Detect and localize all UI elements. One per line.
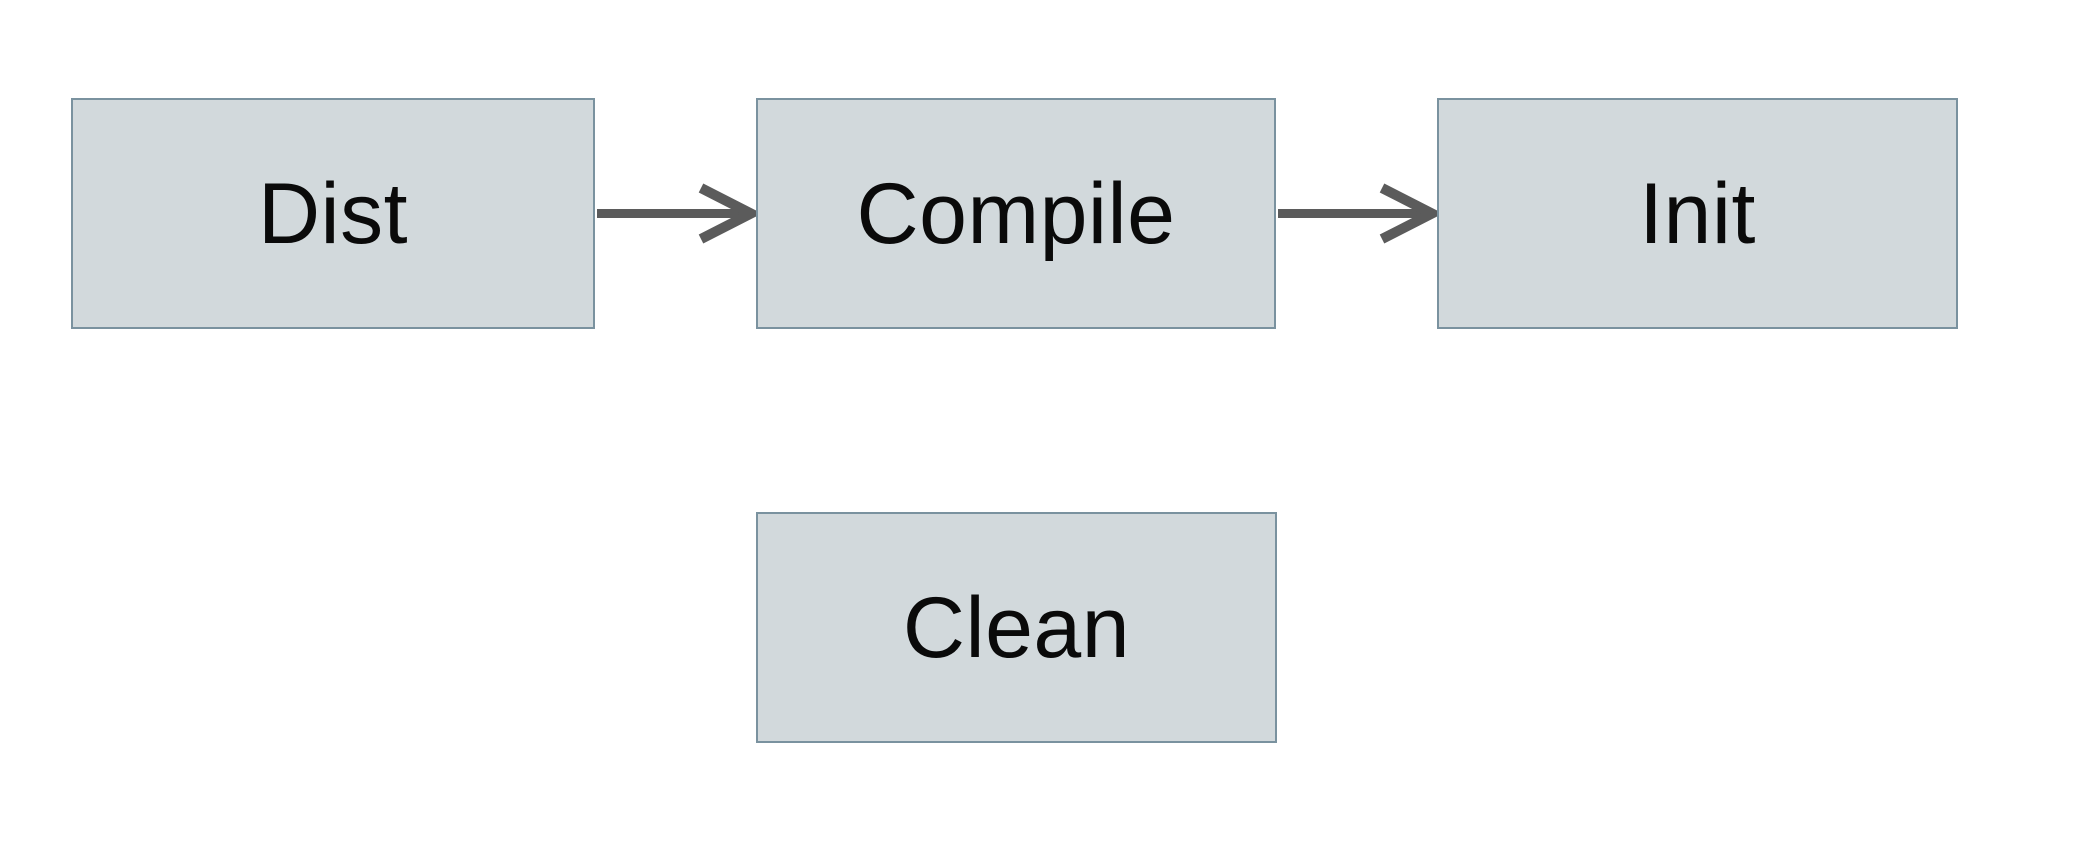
node-init: Init — [1437, 98, 1958, 329]
arrow-dist-to-compile — [597, 183, 763, 244]
node-compile: Compile — [756, 98, 1276, 329]
node-compile-label: Compile — [856, 165, 1176, 262]
node-dist: Dist — [71, 98, 595, 329]
node-clean-label: Clean — [902, 579, 1131, 676]
arrow-compile-to-init — [1278, 183, 1444, 244]
node-dist-label: Dist — [257, 165, 409, 262]
node-clean: Clean — [756, 512, 1277, 743]
node-init-label: Init — [1639, 165, 1756, 262]
